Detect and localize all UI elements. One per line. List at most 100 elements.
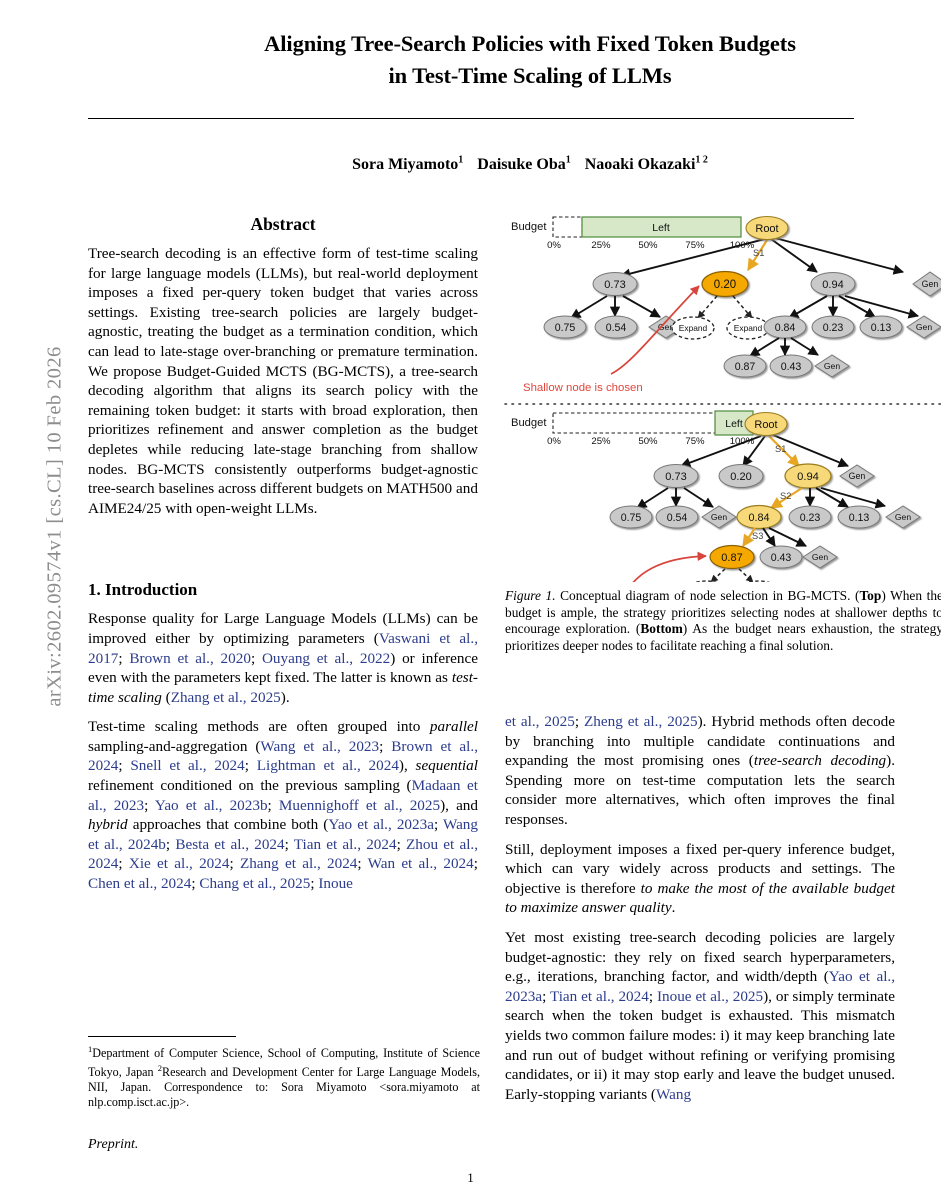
citation[interactable]: Inoue [318,875,353,893]
node-expand-1-bottom [694,580,718,582]
node-075-bottom [609,505,653,529]
edge-root-gen-top [774,237,905,275]
edge-094-gen-top [844,295,920,319]
text-run: Conceptual diagram of node selection in … [555,588,860,603]
right-paragraph-1: et al., 2025; Zheng et al., 2025). Hybri… [505,712,895,830]
edge-root-020-bottom [742,435,766,467]
arxiv-stamp: arXiv:2602.09574v1 [cs.CL] 10 Feb 2026 [43,346,66,707]
author-3: Naoaki Okazaki1 2 [585,155,708,173]
citation[interactable]: Zhang et al., 2025 [170,688,281,706]
text-run: ), and [440,796,478,814]
node-013-label-bottom: 0.13 [849,512,870,524]
node-023-label-bottom: 0.23 [800,512,821,524]
title-line-1: Aligning Tree-Search Policies with Fixed… [264,31,796,56]
citation[interactable]: Inoue et al., 2025 [656,987,764,1005]
title-divider [88,118,854,119]
budget-label-bottom: Budget [511,417,547,429]
citation[interactable]: Wang et al., 2024b [88,816,478,853]
node-084-path-bottom [736,504,782,530]
citation[interactable]: Xie et al., 2024 [128,855,230,873]
node-084-label-bottom: 0.84 [748,512,769,524]
text-run: Research and Development Center for Larg… [88,1065,480,1110]
preprint-label: Preprint. [88,1137,139,1152]
node-root-label-top: Root [755,223,778,235]
node-073-label-bottom: 0.73 [665,471,686,483]
node-gen-d2a-label-top: Gen [658,322,674,332]
text-run: ), [398,757,416,775]
node-020-bottom [718,464,764,488]
node-075-label-top: 0.75 [555,322,576,334]
node-043-bottom [759,545,803,569]
edge-root-073-top [619,238,766,279]
edge-020-expand1-top [697,295,718,319]
node-gen-d3-label-bottom: Gen [812,552,828,562]
citation[interactable]: Yao et al., 2023b [154,796,268,814]
text-run: ; [648,987,657,1005]
citation[interactable]: Wang et al., 2023 [260,737,380,755]
text-run: ; [357,855,368,873]
citation[interactable]: Muennighoff et al., 2025 [278,796,441,814]
edge-020-expand2-top [732,295,753,319]
budget-label-top: Budget [511,221,547,233]
edge-094-013-top [838,295,876,318]
citation[interactable]: Zhang et al., 2024 [239,855,358,873]
citation[interactable]: Brown et al., 2024 [88,737,478,775]
node-gen-d1-label-bottom: Gen [849,471,866,481]
text-run: ) or inference even with the parameters … [88,649,478,687]
text-run: ; [165,835,176,853]
text-run: ; [574,713,584,730]
citation[interactable]: Vaswani et al., 2017 [88,629,478,667]
citation[interactable]: Ouyang et al., 2022 [261,649,391,667]
node-020-selected-top [701,270,749,298]
edge-094-gen-bottom [820,487,887,509]
node-087-label-bottom: 0.87 [721,552,742,564]
citation[interactable]: Wang [656,1085,692,1103]
text-run: ; [191,875,200,893]
step-label-s3-bottom: S3 [752,531,763,541]
node-gen-d2a-label-bottom: Gen [711,512,727,522]
node-gen-d2b-top [906,315,941,339]
text-run: Response quality for Large Language Mode… [88,610,478,647]
author-affiliation-marker: 1 2 [695,155,708,166]
text-run: ; [433,816,443,834]
node-043-label-bottom: 0.43 [771,552,792,564]
node-023-bottom [788,505,832,529]
text-run: ; [310,875,319,893]
citation[interactable]: Lightman et al., 2024 [256,757,399,775]
citation[interactable]: Chen et al., 2024 [88,875,192,893]
text-run: ; [118,855,129,873]
citation[interactable]: Snell et al., 2024 [130,757,245,775]
citation[interactable]: Zheng et al., 2025 [584,713,698,730]
step-label-s1-bottom: S1 [775,444,786,454]
text-run: ; [244,757,257,775]
edge-073-075-top [570,295,608,319]
citation[interactable]: Yao et al., 2023a [505,968,896,1005]
node-087-selected-bottom [709,544,755,570]
axis-tick-75-top: 75% [685,240,705,251]
node-094-label-top: 0.94 [822,279,843,291]
node-043-top [769,354,813,378]
caption-bottom-marker: Bottom [640,621,683,637]
edge-094-013-bottom [815,487,849,508]
author-1: Sora Miyamoto1 [352,155,463,173]
citation[interactable]: Tian et al., 2024 [293,835,397,853]
node-gen-d1-bottom [839,464,875,488]
citation[interactable]: Yao et al., 2023a [328,816,434,834]
emphasis: test-time scaling [88,669,478,706]
citation[interactable]: Zhou et al., 2024 [88,835,479,873]
citation[interactable]: Wan et al., 2024 [367,855,474,873]
citation[interactable]: Madaan et al., 2023 [88,777,479,814]
citation[interactable]: Chang et al., 2025 [199,875,311,893]
budget-left-text-top: Left [652,222,670,234]
text-run: Department of Computer Science, School o… [88,1046,480,1080]
intro-paragraph-2: Test-time scaling methods are often grou… [88,717,478,893]
citation[interactable]: Brown et al., 2020 [129,649,251,667]
edge-root-gen-bottom [772,434,849,468]
section-heading-introduction: 1. Introduction [88,580,198,600]
citation[interactable]: et al., 2025 [505,713,575,730]
citation[interactable]: Besta et al., 2024 [175,835,285,853]
step-label-s2-bottom: S2 [780,491,791,501]
axis-tick-75-bottom: 75% [685,436,705,447]
citation[interactable]: Tian et al., 2024 [549,987,649,1005]
